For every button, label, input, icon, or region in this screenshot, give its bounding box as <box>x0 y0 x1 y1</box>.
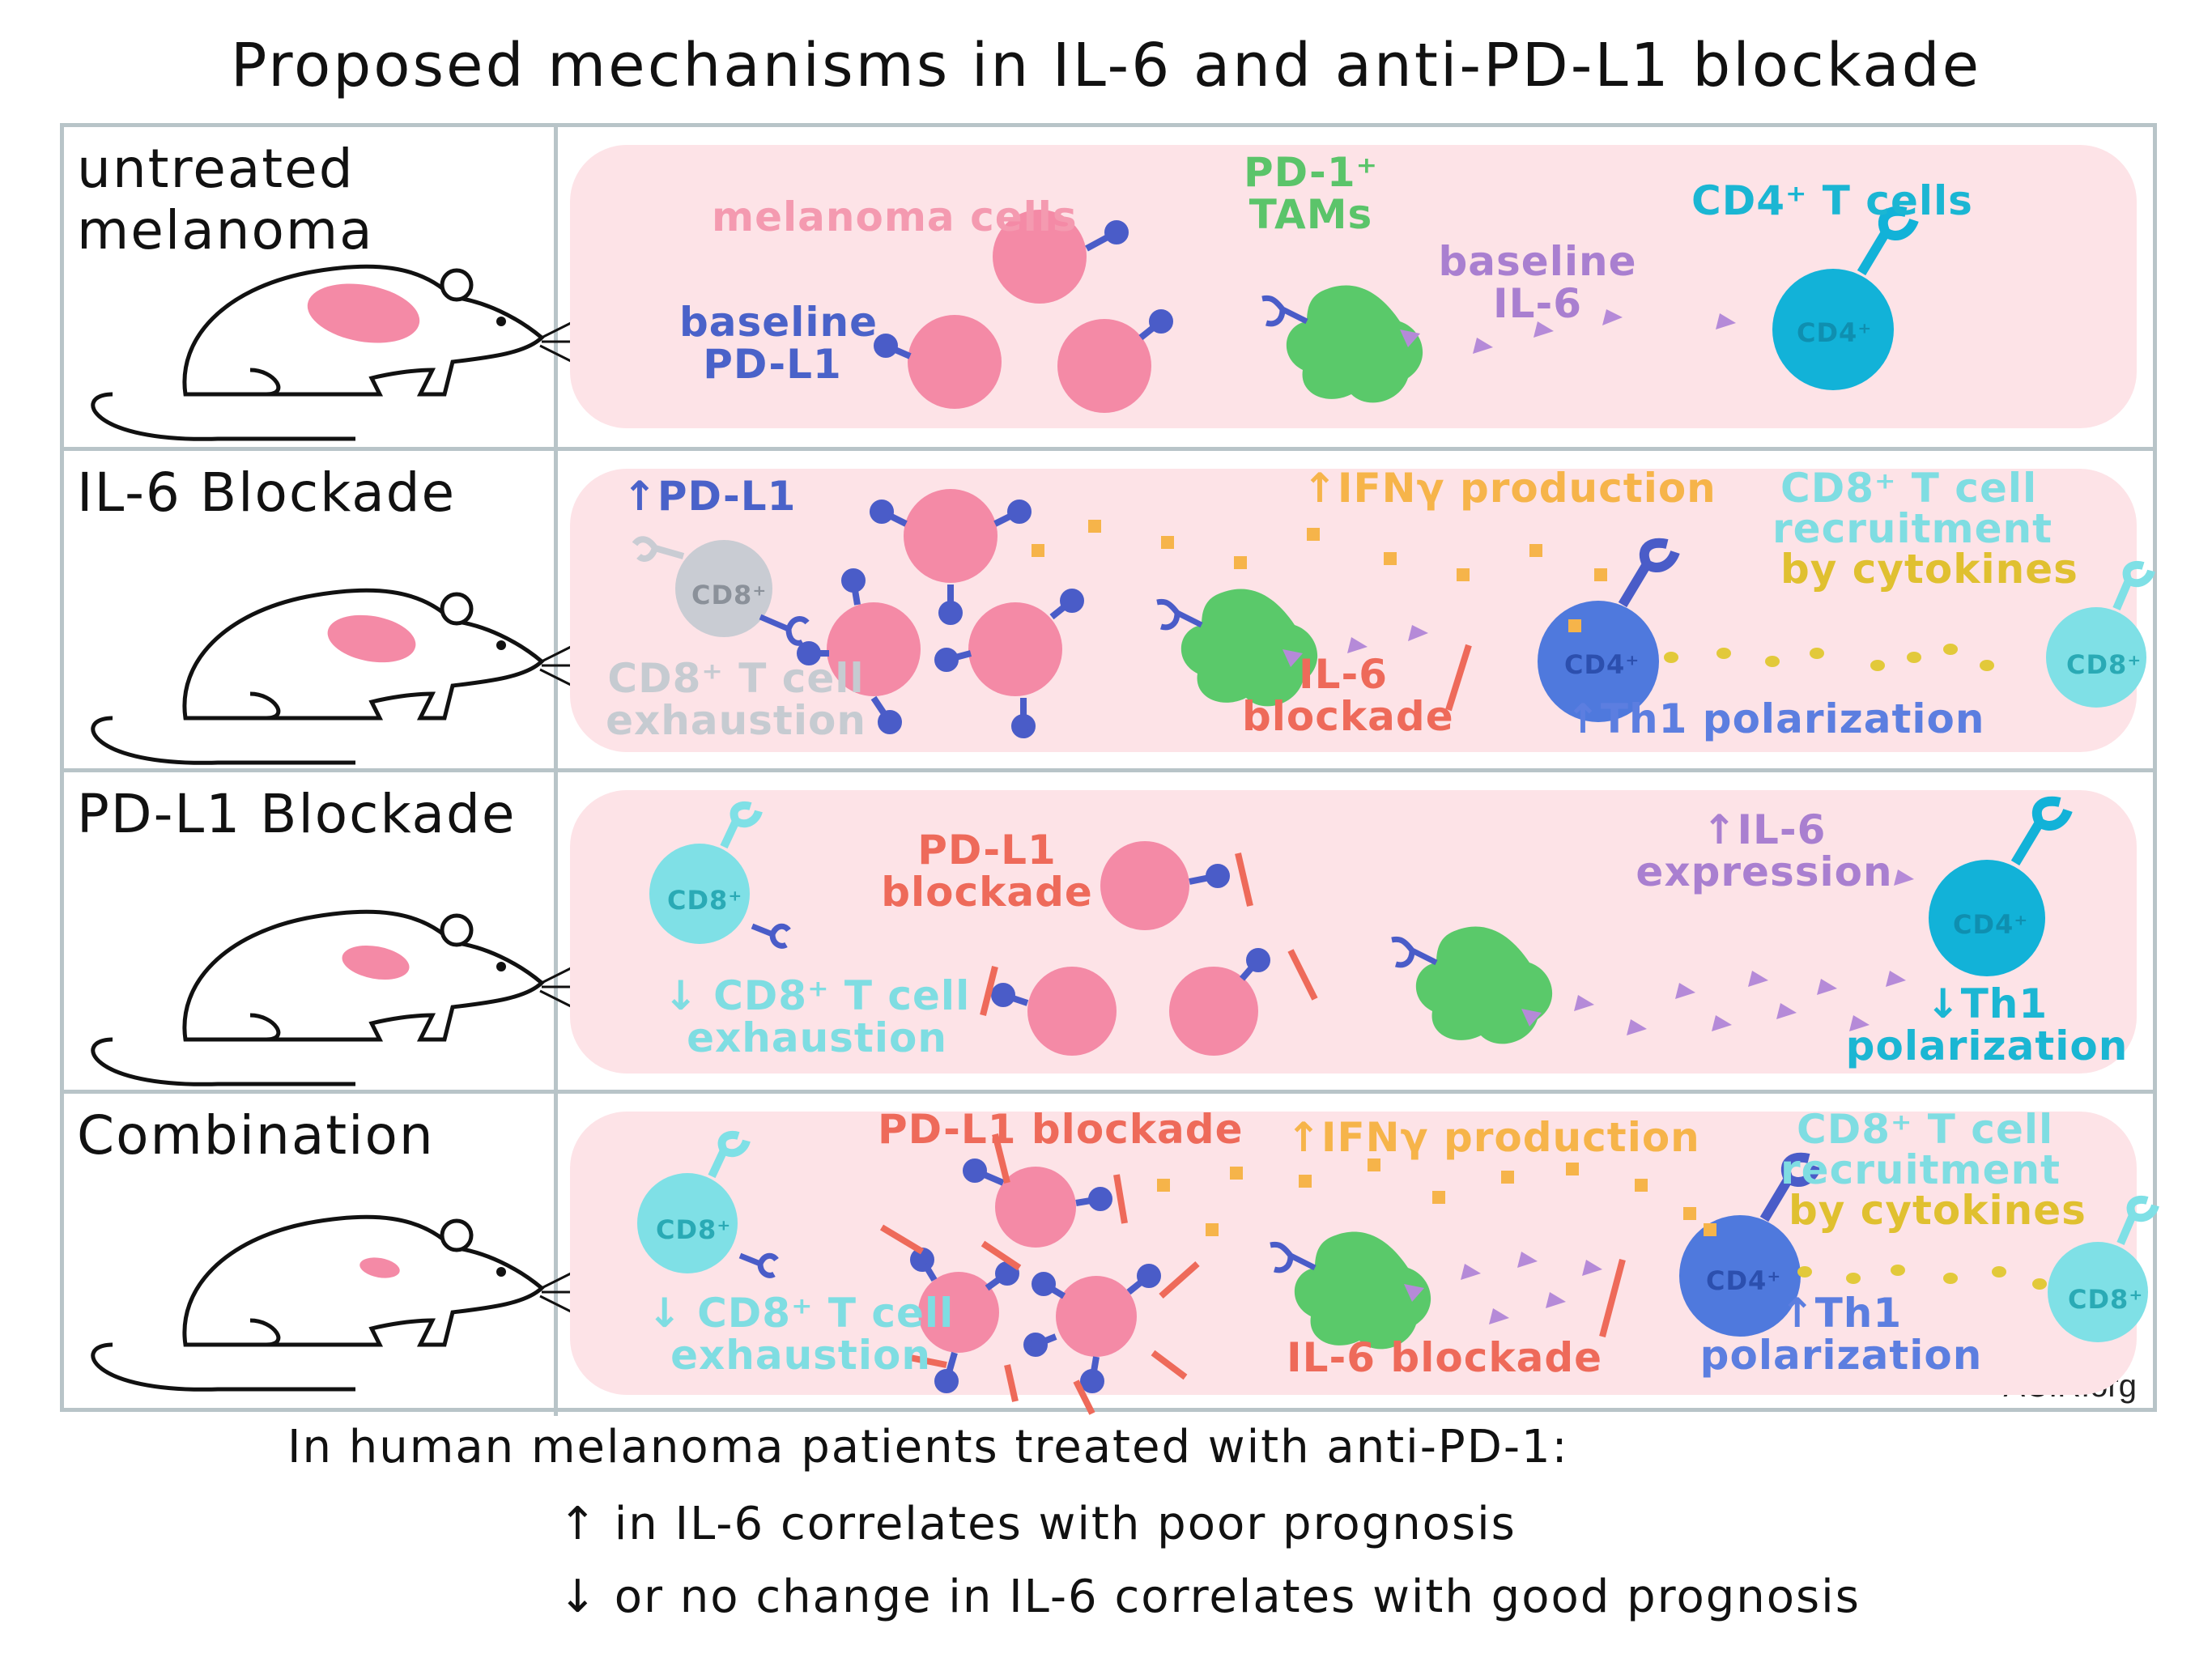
cd8-marker-exhausted: CD8⁺ <box>691 580 768 610</box>
tumor-band <box>570 469 2137 752</box>
column-divider <box>554 127 558 447</box>
cd8-t-cell-exhausted <box>675 540 772 637</box>
melanoma-cell <box>1027 967 1117 1056</box>
footer-line-3: ↓ or no change in IL-6 correlates with g… <box>559 1571 1861 1623</box>
cd4-marker: CD4⁺ <box>1706 1265 1782 1296</box>
untreated-scene <box>874 206 1919 413</box>
page-title: Proposed mechanisms in IL-6 and anti-PD-… <box>230 31 1982 100</box>
label-up-pdl1: ↑PD-L1 <box>623 473 797 520</box>
label-pdl1-blockade: PD-L1 blockade <box>878 1106 1244 1153</box>
melanoma-cell <box>908 315 1002 409</box>
mouse-illustration <box>91 909 578 1086</box>
column-divider <box>554 772 558 1090</box>
column-divider <box>554 451 558 768</box>
cd4-t-cell-activated <box>1538 601 1659 722</box>
cd4-marker: CD4⁺ <box>1564 649 1640 680</box>
melanoma-cell <box>993 210 1087 304</box>
footer-line-2: ↑ in IL-6 correlates with poor prognosis <box>559 1498 1516 1550</box>
label-down-cd8-exhaustion: ↓ CD8⁺ T cell exhaustion <box>663 972 971 1061</box>
label-pd1-tams: PD-1⁺ TAMs <box>1243 149 1378 238</box>
footer-line-1: In human melanoma patients treated with … <box>287 1421 1569 1473</box>
label-cd8-exhaustion: CD8⁺ T cell exhaustion <box>606 655 866 744</box>
mouse-illustration <box>91 1214 578 1392</box>
tam-cell <box>1294 1231 1431 1350</box>
melanoma-cell <box>1100 841 1189 930</box>
mouse-illustration <box>91 264 578 441</box>
melanoma-cell <box>1169 967 1258 1056</box>
tam-cell <box>1180 589 1318 707</box>
label-cd8-recruitment-3: by cytokines <box>1789 1187 2087 1234</box>
label-melanoma-cells: melanoma cells <box>712 193 1078 240</box>
label-cd8-recruitment-2: recruitment <box>1780 1146 2061 1193</box>
label-ifng-production: ↑IFNγ production <box>1287 1114 1700 1161</box>
cd8-t-cell <box>637 1173 738 1273</box>
il6-blockade-scene <box>632 489 2155 738</box>
row-untreated: untreated melanoma <box>64 127 2153 447</box>
cd4-t-cell-activated <box>1679 1215 1801 1337</box>
label-baseline-il6: baseline IL-6 <box>1438 238 1637 327</box>
label-pdl1-blockade: PD-L1 blockade <box>881 827 1093 916</box>
label-cd8-recruitment-2: recruitment <box>1772 505 2053 552</box>
label-cd8-recruitment-3: by cytokines <box>1780 546 2078 593</box>
melanoma-cell <box>1056 1276 1137 1357</box>
pdl1-blockade-scene <box>649 796 2073 1056</box>
melanoma-cell <box>904 489 998 583</box>
melanoma-cell <box>918 1272 999 1353</box>
row-title-pdl1-blockade: PD-L1 Blockade <box>77 783 517 845</box>
cd8-marker: CD8⁺ <box>667 885 743 916</box>
label-baseline-pdl1: baseline PD-L1 <box>679 299 878 388</box>
label-th1-polarization: ↓Th1 polarization <box>1845 980 2129 1069</box>
mechanism-table: untreated melanoma <box>60 123 2159 1416</box>
cd8-t-cell <box>2048 1242 2148 1342</box>
row-title-untreated: untreated melanoma <box>77 138 374 261</box>
label-cd8-recruitment-1: CD8⁺ T cell <box>1780 465 2038 512</box>
cd8-marker: CD8⁺ <box>2066 649 2142 680</box>
cd8-marker: CD8⁺ <box>656 1214 732 1245</box>
cd4-t-cell <box>1772 269 1894 390</box>
row-il6-blockade: IL-6 Blockade <box>64 447 2155 768</box>
label-cd8-recruitment-1: CD8⁺ T cell <box>1797 1106 2054 1153</box>
melanoma-cell <box>827 602 921 696</box>
row-pdl1-blockade: PD-L1 Blockade <box>64 768 2153 1090</box>
cd4-t-cell <box>1929 860 2045 976</box>
tam-cell <box>1415 926 1553 1044</box>
row-title-combination: Combination <box>77 1104 435 1167</box>
cd8-t-cell <box>2046 607 2146 708</box>
melanoma-cell <box>995 1167 1076 1248</box>
label-il6-expression: ↑IL-6 expression <box>1636 806 1893 895</box>
label-cd4-t-cells: CD4⁺ T cells <box>1691 177 1973 224</box>
row-combination: Combination ACIR.org <box>64 1090 2159 1416</box>
melanoma-cell <box>1057 319 1151 413</box>
label-il6-blockade: IL-6 blockade <box>1287 1334 1603 1381</box>
melanoma-cell <box>968 602 1062 696</box>
cd8-t-cell <box>649 844 750 944</box>
cd4-marker: CD4⁺ <box>1953 909 2029 940</box>
label-down-cd8-exhaustion: ↓ CD8⁺ T cell exhaustion <box>647 1290 955 1379</box>
column-divider <box>554 1094 558 1416</box>
label-il6-blockade: IL-6 blockade <box>1242 651 1454 740</box>
mouse-illustration <box>91 588 578 765</box>
label-th1-polarization: ↑Th1 polarization <box>1699 1290 1983 1379</box>
label-th1-polarization: ↑Th1 polarization <box>1566 695 1985 742</box>
label-ifng-production: ↑IFNγ production <box>1303 465 1716 512</box>
cd4-marker: CD4⁺ <box>1797 317 1873 348</box>
cd8-marker: CD8⁺ <box>2068 1284 2144 1315</box>
combination-scene <box>637 1131 2159 1415</box>
row-title-il6-blockade: IL-6 Blockade <box>77 461 457 524</box>
tumor-band <box>570 790 2137 1073</box>
tam-cell <box>1286 285 1423 403</box>
